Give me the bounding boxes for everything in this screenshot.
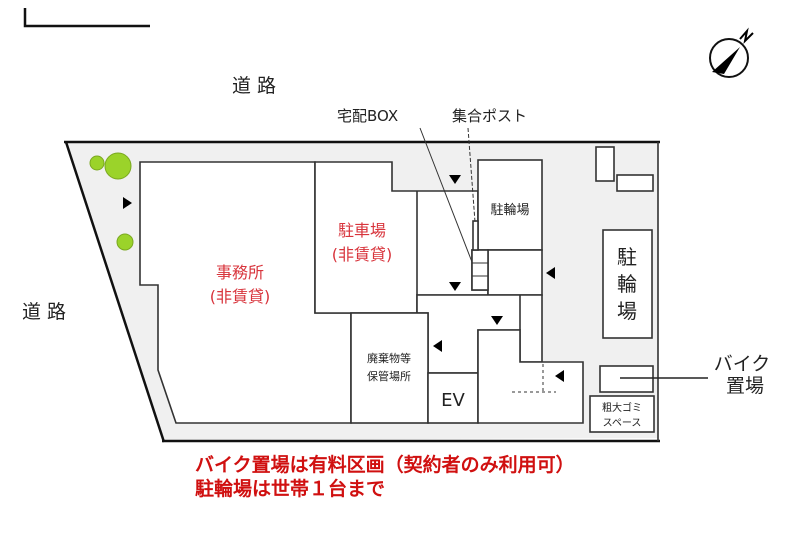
bike-parking-large-label: 駐 <box>617 245 637 269</box>
motorbike-parking <box>599 365 654 393</box>
office-note: (非賃貸) <box>210 287 271 306</box>
entrance-room <box>477 329 584 424</box>
leader-line <box>467 127 476 223</box>
motorbike-parking-label: 置場 <box>726 375 764 397</box>
entrance-arrow-icon <box>449 282 461 291</box>
tree-icon <box>104 152 132 180</box>
elevator-label: EV <box>441 390 465 411</box>
mailbox <box>472 220 479 251</box>
waste-storage-label: 廃棄物等 <box>367 351 411 365</box>
lot-boundary-left <box>64 141 166 443</box>
room-box <box>487 249 543 296</box>
entrance-arrow-icon <box>449 175 461 184</box>
bike-parking-large-label: 場 <box>617 299 637 323</box>
note-line: 駐輪場は世帯１台まで <box>195 477 385 500</box>
entrance-arrow-icon <box>555 370 564 382</box>
entrance-arrow-icon <box>433 340 442 352</box>
parking-label: 駐車場 <box>338 221 386 240</box>
bulky-trash-label: スペース <box>603 418 642 429</box>
entrance-arrow-icon <box>123 197 132 209</box>
waste-storage-room <box>350 312 429 424</box>
road-boundary-top-left <box>23 8 150 28</box>
bike-parking-large-label: 輪 <box>617 272 637 296</box>
delivery-box-label: 宅配BOX <box>337 107 398 125</box>
delivery-box <box>471 249 489 291</box>
note-line: バイク置場は有料区画（契約者のみ利用可） <box>195 453 575 476</box>
storage-box <box>595 146 615 182</box>
tree-icon <box>116 233 134 251</box>
bulky-trash-space <box>589 395 655 433</box>
bike-room-small-label: 駐輪場 <box>490 202 529 218</box>
tree-icon <box>89 155 105 171</box>
road-label-top: 道 路 <box>232 75 276 97</box>
entrance-arrow-icon <box>491 316 503 325</box>
office-label: 事務所 <box>216 263 264 282</box>
leader-line <box>419 127 473 263</box>
entrance-arrow-icon <box>546 267 555 279</box>
storage-box <box>616 174 654 192</box>
parking-note: (非賃貸) <box>332 245 393 264</box>
road-label-left: 道 路 <box>22 301 66 323</box>
bulky-trash-label: 粗大ゴミ <box>602 401 642 414</box>
mailbox-label: 集合ポスト <box>452 107 527 125</box>
motorbike-parking-label: バイク <box>714 353 771 375</box>
bike-parking-large <box>602 229 653 339</box>
north-arrow-compass-icon: N <box>709 27 754 78</box>
waste-storage-label: 保管場所 <box>367 369 411 383</box>
